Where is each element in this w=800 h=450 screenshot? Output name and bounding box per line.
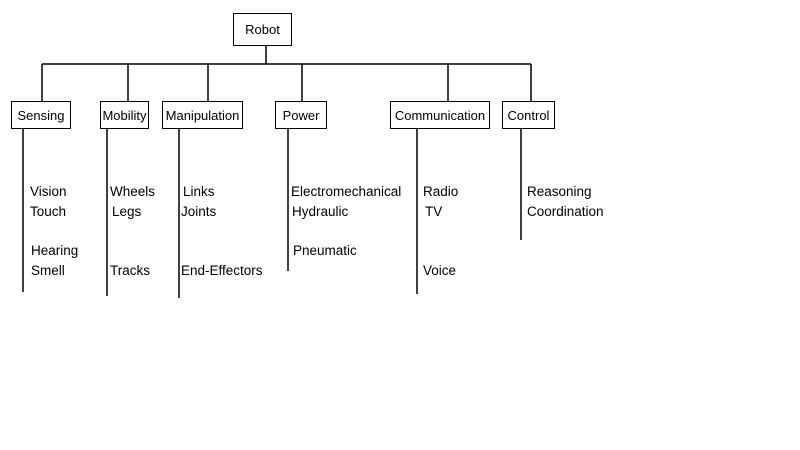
leaf-item-radio: Radio [423, 184, 459, 199]
leaf-item-voice: Voice [423, 263, 457, 278]
leaf-item-smell: Smell [31, 263, 65, 278]
leaf-item-links: Links [183, 184, 215, 199]
leaf-item-wheels: Wheels [110, 184, 156, 199]
leaf-item-electromechanical: Electromechanical [291, 184, 402, 199]
leaf-item-pneumatic: Pneumatic [293, 243, 357, 258]
category-node-communication: Communication [390, 101, 490, 129]
leaf-item-vision: Vision [30, 184, 67, 199]
leaf-item-coordination: Coordination [527, 204, 604, 219]
leaf-item-tracks: Tracks [110, 263, 150, 278]
leaf-item-tv: TV [425, 204, 443, 219]
category-node-sensing: Sensing [11, 101, 71, 129]
category-node-power: Power [275, 101, 327, 129]
leaf-item-touch: Touch [30, 204, 67, 219]
category-node-control: Control [502, 101, 555, 129]
leaf-item-legs: Legs [112, 204, 142, 219]
leaf-item-joints: Joints [181, 204, 217, 219]
leaf-item-hydraulic: Hydraulic [292, 204, 349, 219]
leaf-item-end-effectors: End-Effectors [181, 263, 263, 278]
leaf-item-hearing: Hearing [31, 243, 79, 258]
leaf-item-reasoning: Reasoning [527, 184, 592, 199]
category-node-mobility: Mobility [100, 101, 149, 129]
category-node-manipulation: Manipulation [162, 101, 243, 129]
root-node: Robot [233, 13, 292, 46]
